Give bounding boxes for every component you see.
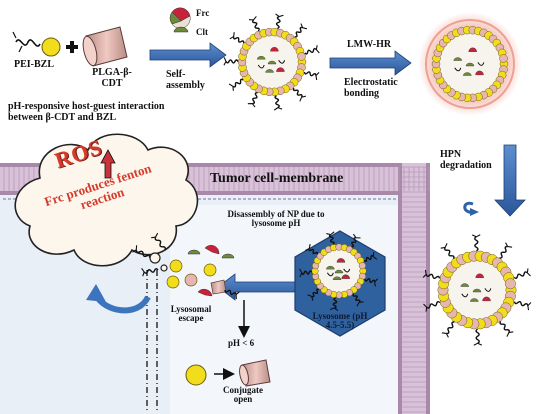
conjugate-open-label: Conjugate open xyxy=(223,385,263,405)
frc-clt-legend xyxy=(169,7,191,33)
hpn-degradation-label: HPN degradation xyxy=(440,149,492,171)
electrostatic-arrow xyxy=(329,50,412,76)
degraded-np xyxy=(422,234,532,346)
frc-label: Frc xyxy=(196,8,210,18)
lmw-hr-label: LMW-HR xyxy=(347,39,392,50)
self-assembled-np xyxy=(223,13,320,111)
ros-up-arrow xyxy=(100,149,116,179)
lysosome-np xyxy=(299,231,379,311)
host-guest-label: pH-responsive host-guest interaction bet… xyxy=(8,101,165,123)
tumor-membrane-label: Tumor cell-membrane xyxy=(210,171,344,186)
plga-cdt-cylinder xyxy=(82,26,128,67)
pei-bzl-label: PEI-BZL xyxy=(14,59,55,70)
disassembly-arrow xyxy=(217,273,301,301)
pei-bzl-molecule xyxy=(12,31,61,57)
cloud-puff-2 xyxy=(160,264,168,272)
conjugate-open-glyphs xyxy=(185,359,271,387)
disassembly-label: Disassembly of NP due to lysosome pH xyxy=(227,209,325,229)
lysosomal-escape-label: Lysosomal escape xyxy=(170,304,212,324)
nanoparticle-layer xyxy=(132,12,532,346)
plga-cdt-label: PLGA-β-CDT xyxy=(92,67,132,89)
escape-curved-arrow-head xyxy=(86,284,106,302)
hpn-degradation-arrow xyxy=(494,144,526,217)
clt-label: Clt xyxy=(196,27,208,37)
self-assembly-arrow xyxy=(149,42,227,68)
ph-label: pH < 6 xyxy=(228,338,255,348)
electrostatic-label: Electrostatic bonding xyxy=(344,77,398,99)
cloud-puff-1 xyxy=(149,252,161,264)
plus-icon xyxy=(66,41,78,53)
lysosome-label: Lysosome (pH 4.5-5.5) xyxy=(312,311,368,331)
tumor-membrane-vertical xyxy=(398,163,430,414)
self-assembly-label: Self-assembly xyxy=(166,69,205,91)
ros-cloud xyxy=(14,133,199,267)
rotate-icon-head xyxy=(470,208,479,216)
disassembled-fragments xyxy=(132,232,240,300)
coated-np xyxy=(418,12,522,116)
